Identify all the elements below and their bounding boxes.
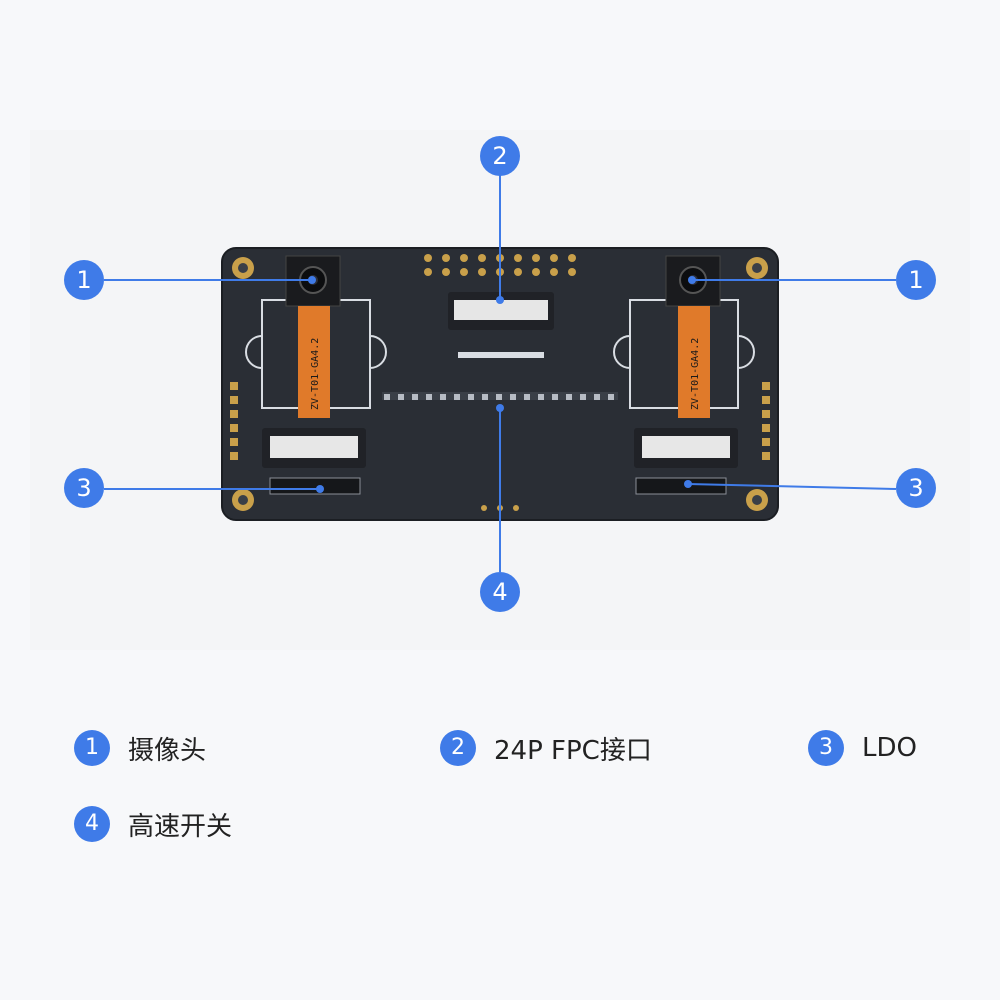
legend-label-fpc: 24P FPC接口 xyxy=(494,735,652,766)
callout-marker-camera-right: 1 xyxy=(896,260,936,300)
legend-label-ldo: LDO xyxy=(862,733,917,763)
flex-cable-right xyxy=(678,306,710,418)
fpc-24p-connector xyxy=(448,292,554,330)
legend-label-camera: 摄像头 xyxy=(128,735,207,766)
legend-num-2: 2 xyxy=(440,730,476,766)
legend-item-camera: 1 摄像头 xyxy=(74,726,206,770)
camera-fpc-connectors xyxy=(262,428,738,468)
flex-cable-left xyxy=(298,306,330,418)
legend-num-3: 3 xyxy=(808,730,844,766)
flex-label-left: ZV-T01-GA4.2 xyxy=(310,338,321,410)
callout-marker-switch: 4 xyxy=(480,572,520,612)
callout-marker-ldo-right: 3 xyxy=(896,468,936,508)
side-pin-headers xyxy=(230,382,770,460)
callout-marker-camera-left: 1 xyxy=(64,260,104,300)
top-pin-header xyxy=(424,254,576,276)
legend-num-4: 4 xyxy=(74,806,110,842)
callout-marker-fpc: 2 xyxy=(480,136,520,176)
legend-label-switch: 高速开关 xyxy=(128,811,233,842)
legend-item-ldo: 3 LDO xyxy=(808,726,917,770)
flex-label-right: ZV-T01-GA4.2 xyxy=(690,338,701,410)
callout-marker-ldo-left: 3 xyxy=(64,468,104,508)
legend-item-switch: 4 高速开关 xyxy=(74,802,232,846)
component-row xyxy=(382,392,618,400)
legend-num-1: 1 xyxy=(74,730,110,766)
legend-item-fpc: 2 24P FPC接口 xyxy=(440,726,652,770)
callout-lines xyxy=(104,175,897,572)
